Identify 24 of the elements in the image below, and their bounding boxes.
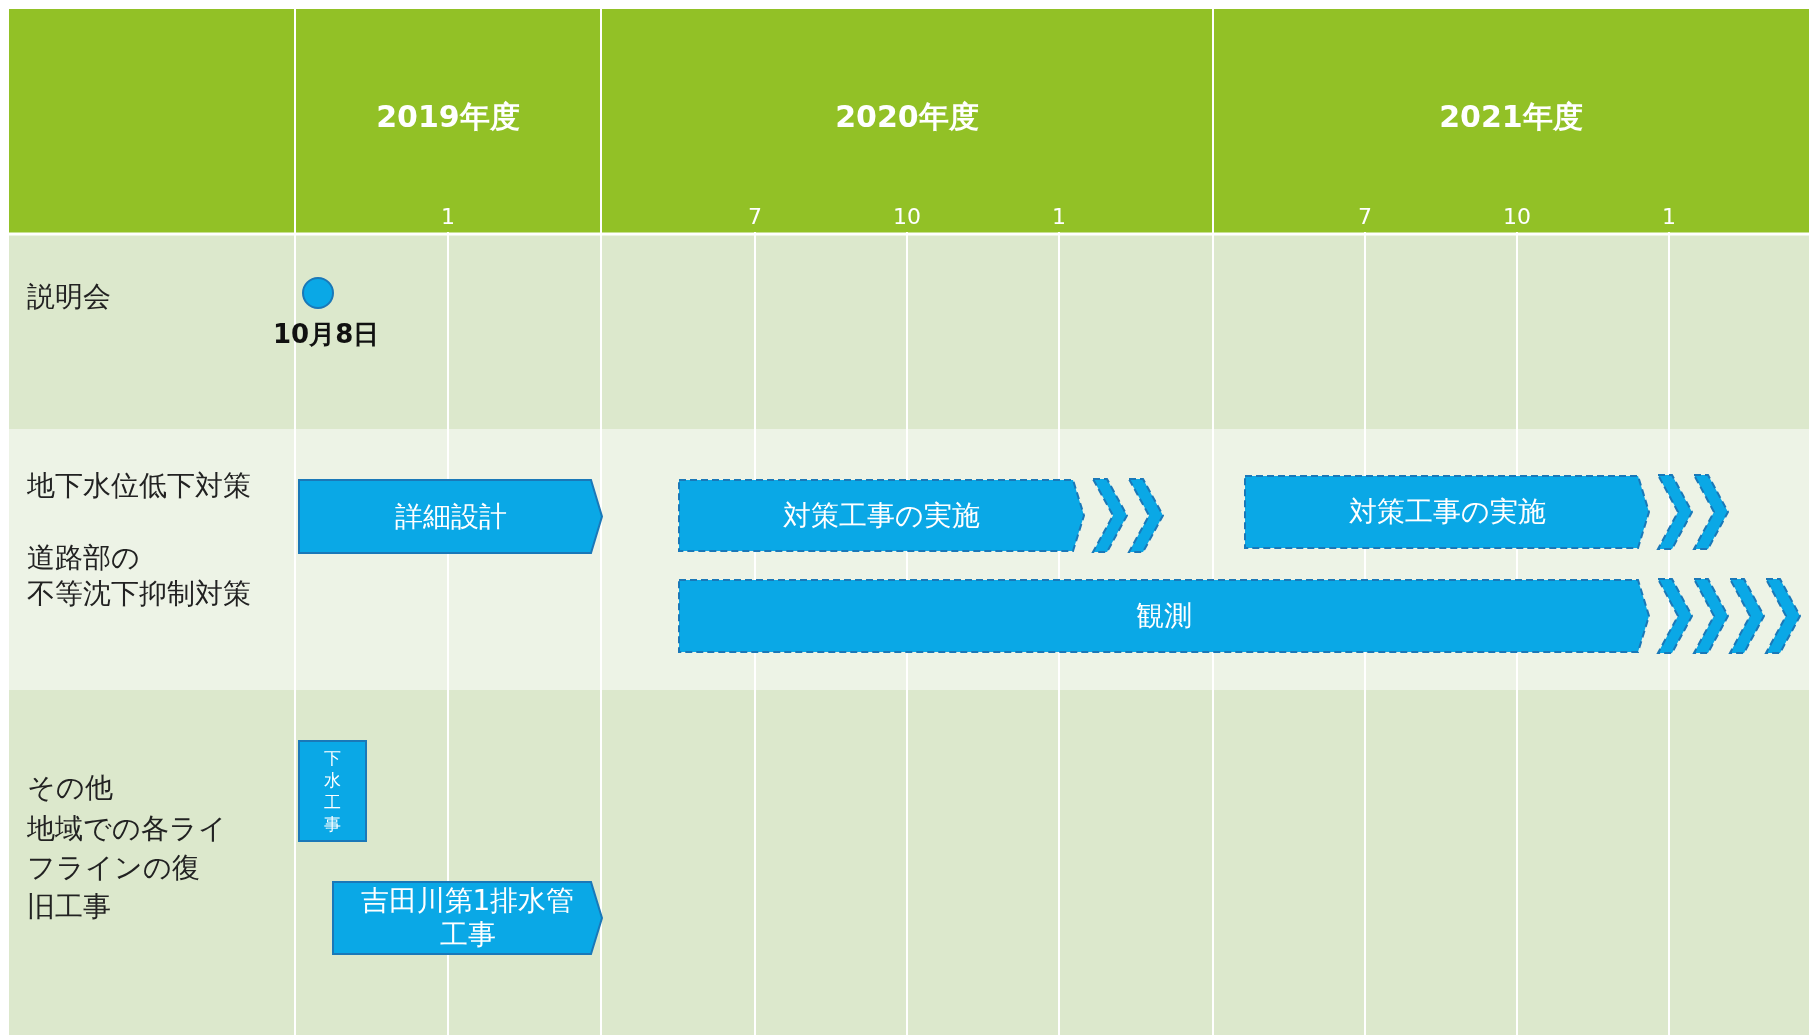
year-heading: 2020年度 (834, 98, 980, 136)
month-tick: 7 (1357, 206, 1373, 228)
task-bar: 吉田川第1排水管工事 (332, 881, 603, 955)
task-bar: 対策工事の実施 (678, 479, 1085, 552)
row-heading: 説明会 (27, 279, 111, 314)
task-bar: 観測 (678, 579, 1650, 653)
month-tick: 10 (1502, 206, 1532, 228)
row-heading: その他 (27, 770, 113, 805)
date-label: 10月8日 (273, 318, 380, 351)
row-heading: 道路部の (27, 540, 140, 575)
year-heading: 2019年度 (375, 98, 521, 136)
row-heading: 不等沈下抑制対策 (27, 576, 251, 611)
month-tick: 1 (1661, 206, 1677, 228)
milestone-dot (301, 276, 335, 310)
month-tick: 10 (892, 206, 922, 228)
task-bar: 対策工事の実施 (1244, 475, 1650, 549)
month-tick: 1 (1051, 206, 1067, 228)
task-bar: 下水工事 (298, 740, 367, 842)
year-heading: 2021年度 (1438, 98, 1584, 136)
row-heading: 地域での各ライフラインの復旧工事 (27, 811, 227, 926)
month-tick: 7 (747, 206, 763, 228)
row-heading: 地下水位低下対策 (27, 468, 251, 503)
task-bar: 詳細設計 (298, 479, 603, 554)
month-tick: 1 (440, 206, 456, 228)
